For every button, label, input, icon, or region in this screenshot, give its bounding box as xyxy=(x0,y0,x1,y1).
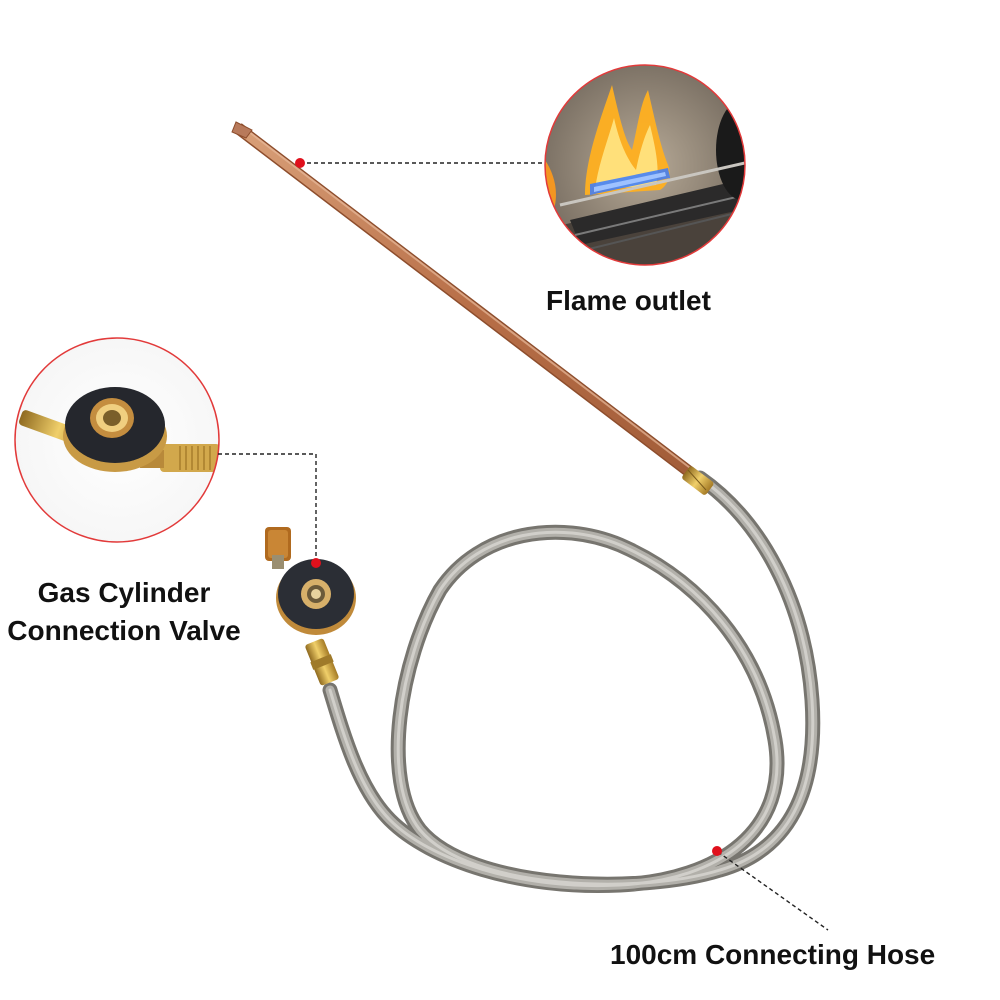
valve-label-line1: Gas Cylinder xyxy=(37,577,211,608)
connecting-hose-label: 100cm Connecting Hose xyxy=(610,939,936,970)
copper-tube xyxy=(231,121,704,485)
gas-cylinder-valve-label: Gas Cylinder Connection Valve xyxy=(0,574,248,650)
callout-lines xyxy=(218,162,829,931)
flame-inset xyxy=(544,64,746,266)
callout-dot-valve xyxy=(311,558,321,568)
callout-dot-flame xyxy=(295,158,305,168)
connecting-hose xyxy=(322,470,821,894)
flame-outlet-label: Flame outlet xyxy=(546,285,711,316)
callout-dot-hose xyxy=(712,846,722,856)
valve-inset xyxy=(14,337,220,543)
gas-cylinder-valve xyxy=(265,527,356,686)
tube-hose-coupling xyxy=(682,466,714,495)
valve-label-line2: Connection Valve xyxy=(7,615,241,646)
